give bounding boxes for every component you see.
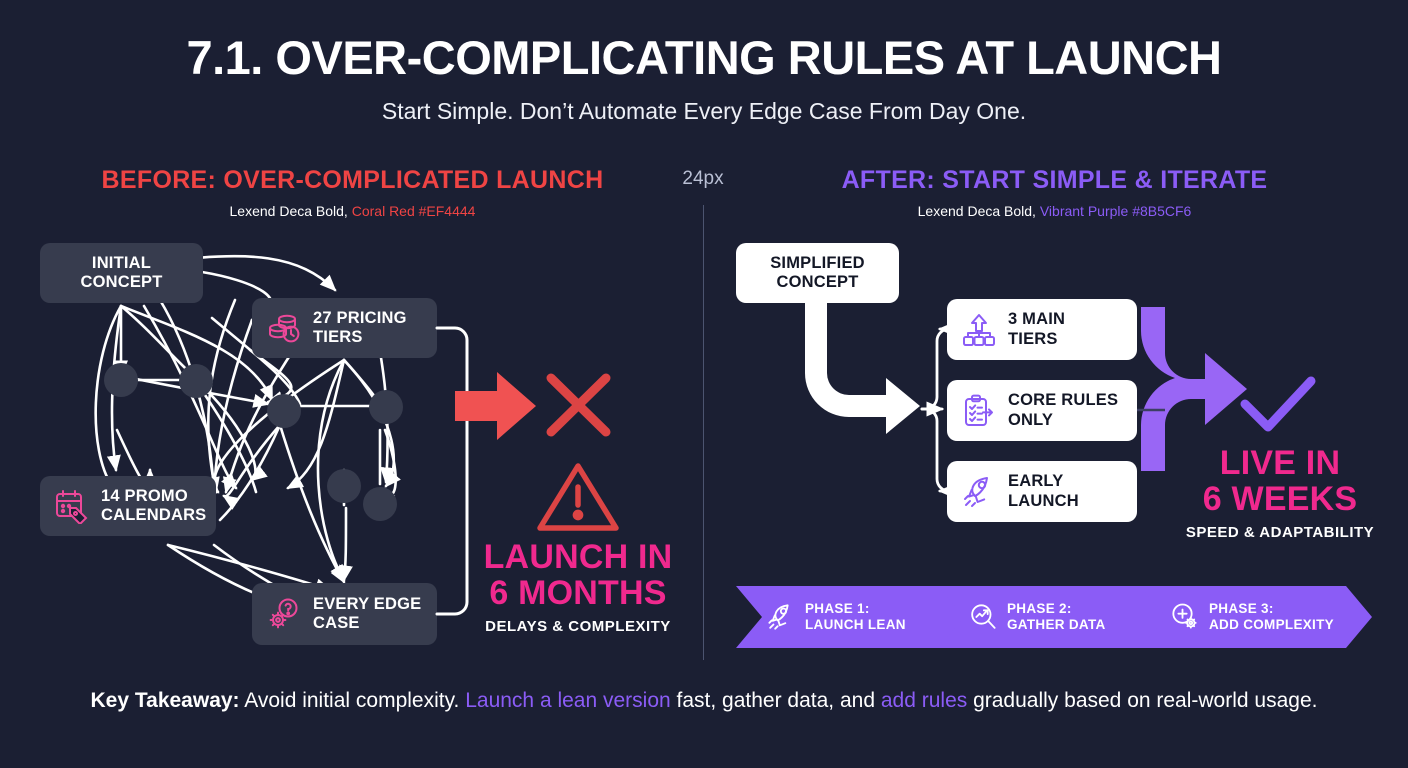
- phase-chevron-2[interactable]: PHASE 2:GATHER DATA: [938, 586, 1170, 648]
- warning-triangle-icon: [537, 463, 619, 531]
- before-section-heading: BEFORE: OVER-COMPLICATED LAUNCH: [101, 166, 604, 194]
- clipboard-check-icon: [965, 394, 993, 426]
- calendar-tag-icon: [56, 490, 88, 524]
- phase-1-label: PHASE 1:LAUNCH LEAN: [805, 600, 906, 632]
- after-result-block: LIVE IN 6 WEEKS SPEED & ADAPTABILITY: [1157, 444, 1403, 542]
- gear-question-icon: [269, 598, 298, 629]
- simplified-concept-split-arrow: [805, 303, 920, 434]
- page-title: 7.1. OVER-COMPLICATING RULES AT LAUNCH: [186, 31, 1222, 84]
- check-mark-icon: [1240, 376, 1316, 432]
- plus-gear-icon: [1170, 602, 1200, 632]
- phase-chevron-3[interactable]: PHASE 3:ADD COMPLEXITY: [1140, 586, 1372, 648]
- coins-clock-icon: [269, 314, 300, 343]
- x-mark-icon: [546, 373, 611, 437]
- phase-banner: PHASE 1:LAUNCH LEAN PHASE 2:GATHER DATA: [736, 586, 1372, 648]
- key-takeaway-highlight-2: add rules: [880, 689, 968, 712]
- key-takeaway-highlight-1: Launch a lean version: [465, 689, 671, 712]
- chart-magnifier-icon: [968, 602, 998, 632]
- after-caption-color: Vibrant Purple #8B5CF6: [1039, 203, 1192, 219]
- hierarchy-icon: [963, 313, 995, 346]
- rocket-icon: [964, 476, 988, 507]
- phase-3-label: PHASE 3:ADD COMPLEXITY: [1209, 600, 1334, 632]
- after-result-subline: SPEED & ADAPTABILITY: [1185, 524, 1375, 542]
- before-caption-font: Lexend Deca Bold,: [229, 203, 348, 219]
- key-takeaway-part2: fast, gather data, and: [670, 689, 881, 712]
- after-caption-font: Lexend Deca Bold,: [917, 203, 1036, 219]
- before-caption-color: Coral Red #EF4444: [351, 203, 476, 219]
- red-result-arrow: [455, 372, 536, 440]
- key-takeaway-lead: Key Takeaway:: [90, 689, 240, 712]
- before-section-caption: Lexend Deca Bold, Coral Red #EF4444: [20, 203, 685, 219]
- rocket-icon: [766, 602, 796, 632]
- before-result-headline: LAUNCH IN 6 MONTHS: [483, 538, 673, 612]
- phase-2-label: PHASE 2:GATHER DATA: [1007, 600, 1106, 632]
- page-subtitle: Start Simple. Don’t Automate Every Edge …: [381, 98, 1027, 124]
- key-takeaway-part3: gradually based on real-world usage.: [967, 689, 1318, 712]
- key-takeaway-part1: Avoid initial complexity.: [239, 689, 466, 712]
- gutter-size-label: 24px: [682, 168, 724, 189]
- before-result-block: LAUNCH IN 6 MONTHS DELAYS & COMPLEXITY: [455, 538, 701, 636]
- before-result-subline: DELAYS & COMPLEXITY: [485, 618, 671, 636]
- after-section-caption: Lexend Deca Bold, Vibrant Purple #8B5CF6: [722, 203, 1387, 219]
- phase-chevron-1[interactable]: PHASE 1:LAUNCH LEAN: [736, 586, 968, 648]
- section-divider: [703, 205, 704, 660]
- after-section-heading: AFTER: START SIMPLE & ITERATE: [841, 166, 1268, 194]
- key-takeaway: Key Takeaway: Avoid initial complexity. …: [0, 686, 1408, 716]
- after-result-headline: LIVE IN 6 WEEKS: [1202, 444, 1358, 518]
